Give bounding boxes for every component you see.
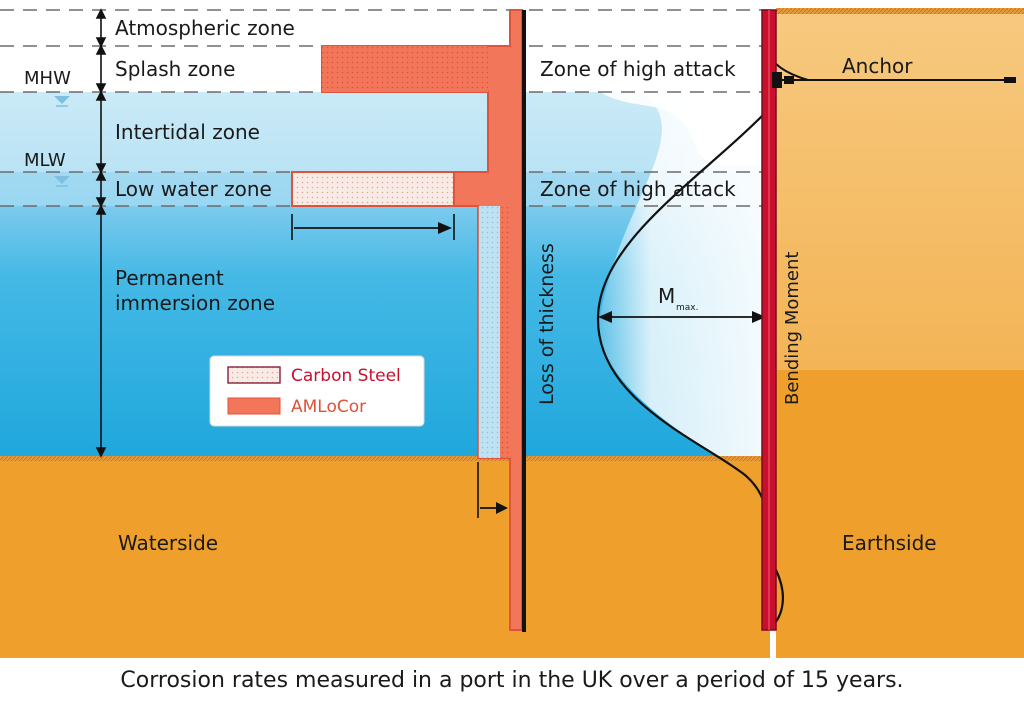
m-max-arrow [598,311,766,323]
loss-arrow-seabed [477,462,508,518]
carbon-steel-immersion-inner [500,206,510,458]
zone-lines [0,9,770,207]
seabed-line [0,456,770,461]
legend-label-carbon-steel: Carbon Steel [291,366,401,386]
anchor-tie [772,72,1016,88]
legend-swatch-amlocor [227,397,281,415]
mlw-marker [54,176,70,187]
soil-waterside [0,458,770,658]
sheet-pile-wall [522,10,526,632]
carbon-steel-low-water [291,171,455,207]
anchor-label: Anchor [842,54,913,78]
carbon-steel-splash [322,46,488,92]
mhw-label: MHW [24,68,71,89]
intertidal-band [0,92,770,172]
legend-swatch-carbon-steel [227,366,281,384]
zone-label-permanent-2: immersion zone [115,291,275,315]
zone-label-splash: Splash zone [115,57,235,81]
high-attack-lower-label: Zone of high attack [540,177,736,201]
m-max-subscript: max. [676,303,698,313]
zone-label-atmospheric: Atmospheric zone [115,16,295,40]
mhw-marker [54,96,70,107]
loss-of-thickness-label: Loss of thickness [536,243,558,405]
mlw-label: MLW [24,150,66,171]
zone-label-low-water: Low water zone [115,177,272,201]
legend-label-amlocor: AMLoCor [291,397,366,417]
legend: Carbon Steel AMLoCor [209,355,425,427]
earth-backfill-upper [776,10,1024,370]
loss-arrow-low-water [291,214,455,240]
carbon-steel-immersion [478,206,500,458]
zone-arrows [95,8,107,458]
zone-label-permanent-1: Permanent [115,266,224,290]
ground-surface [776,8,1024,14]
bending-moment-label: Bending Moment [782,252,803,405]
waterside-label: Waterside [118,531,218,555]
moment-fill [599,92,770,520]
m-max-label: M [658,284,675,308]
corrosion-diagram: Atmospheric zone Splash zone Intertidal … [0,8,1024,658]
earth-backfill-lower [776,370,1024,658]
figure-caption: Corrosion rates measured in a port in th… [120,668,904,693]
high-attack-upper-label: Zone of high attack [540,57,736,81]
zone-label-intertidal: Intertidal zone [115,120,260,144]
earthside-label: Earthside [842,531,937,555]
